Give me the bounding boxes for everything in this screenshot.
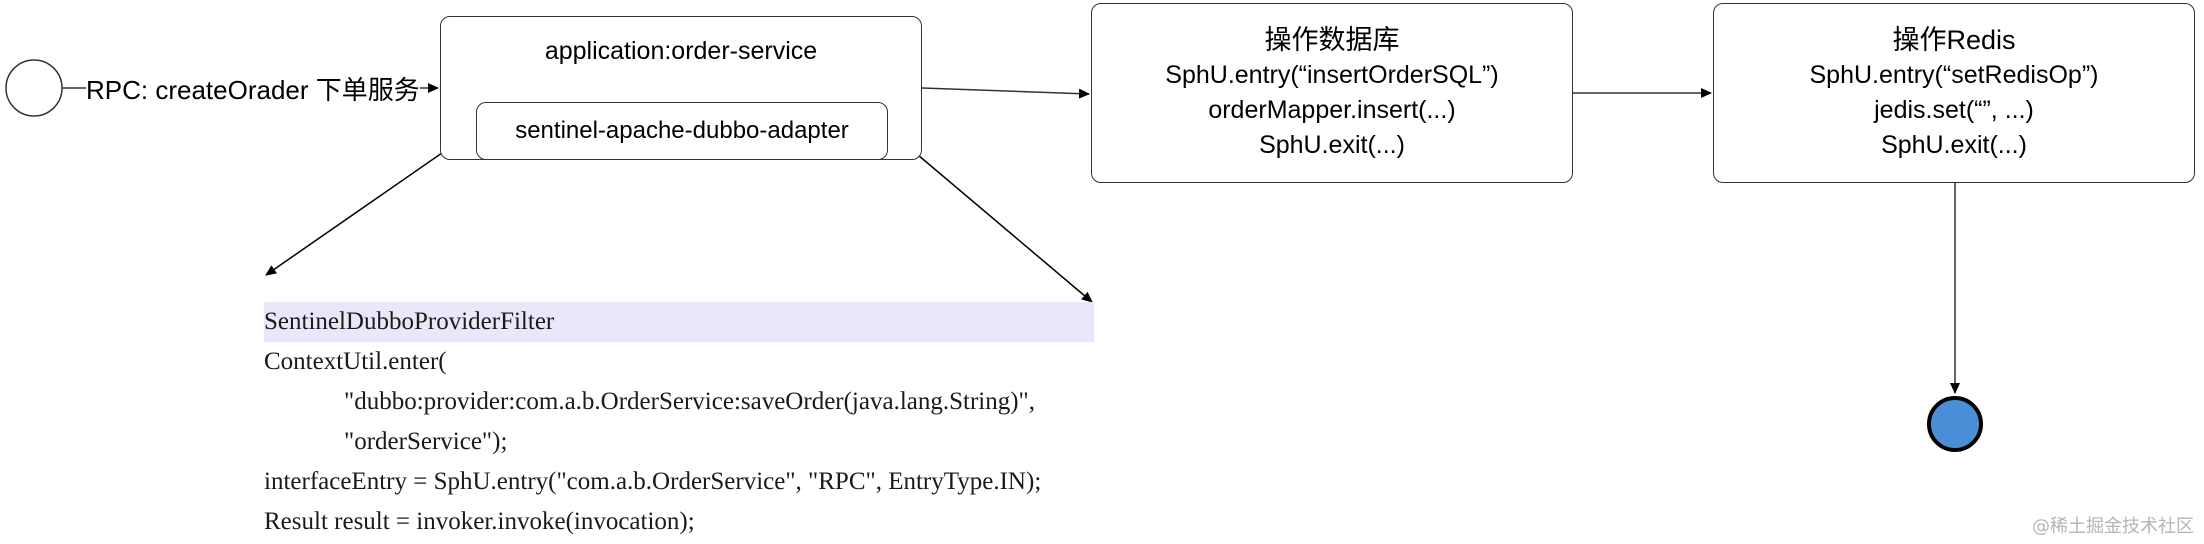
watermark: @稀土掘金技术社区 [2032, 516, 2194, 537]
redis-box-line: SphU.exit(...) [1881, 131, 2027, 159]
code-line: Result result = invoker.invoke(invocatio… [264, 508, 695, 535]
code-line: "dubbo:provider:com.a.b.OrderService:sav… [344, 388, 1036, 415]
start-node [5, 59, 63, 117]
code-snippet: SentinelDubboProviderFilter ContextUtil.… [264, 302, 1094, 542]
db-box-line: SphU.exit(...) [1259, 131, 1405, 159]
app-service-title: application:order-service [544, 37, 818, 65]
db-box-title: 操作数据库 [1264, 25, 1400, 55]
adapter-to-code-right-arrow [885, 127, 1093, 303]
db-box-line: orderMapper.insert(...) [1208, 96, 1456, 124]
code-line: ContextUtil.enter( [264, 348, 447, 375]
redis-box-title: 操作Redis [1892, 25, 2016, 55]
adapter-box: sentinel-apache-dubbo-adapter [476, 102, 888, 160]
end-node [1927, 396, 1983, 452]
code-line: SentinelDubboProviderFilter [264, 302, 1094, 342]
rpc-label: RPC: createOrader 下单服务 [86, 75, 420, 105]
redis-box-line: SphU.entry(“setRedisOp”) [1809, 61, 2099, 89]
app-to-db-arrow [921, 87, 1090, 99]
db-box-line: SphU.entry(“insertOrderSQL”) [1165, 61, 1499, 89]
redis-box: 操作Redis SphU.entry(“setRedisOp”) jedis.s… [1713, 3, 2195, 183]
code-line: interfaceEntry = SphU.entry("com.a.b.Ord… [264, 468, 1042, 495]
code-line: "orderService"); [344, 428, 508, 455]
redis-box-line: jedis.set(“”, ...) [1874, 96, 2034, 124]
db-box: 操作数据库 SphU.entry(“insertOrderSQL”) order… [1091, 3, 1573, 183]
